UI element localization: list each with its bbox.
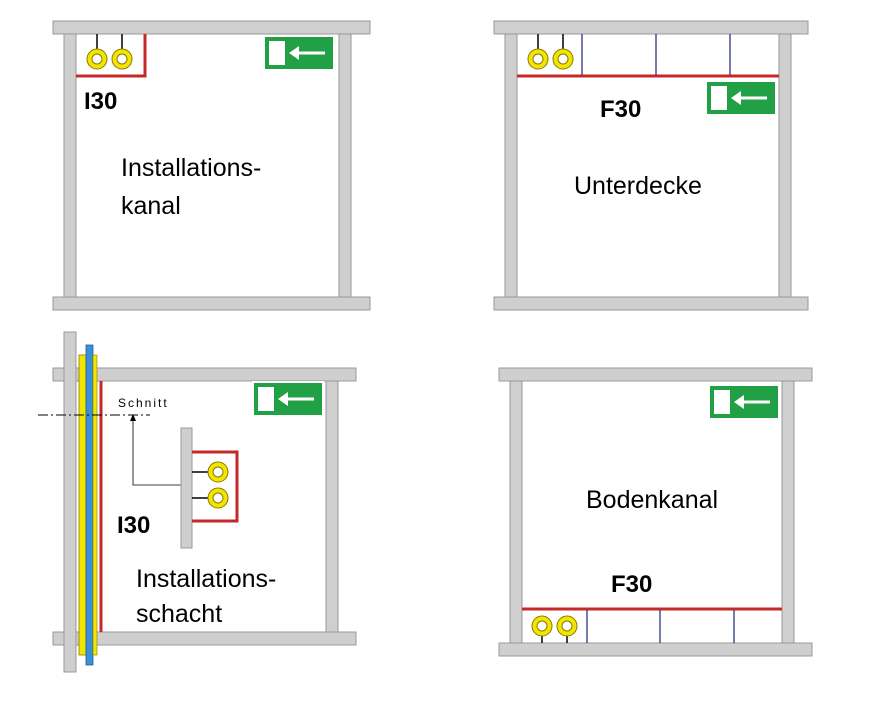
exit-sign-icon bbox=[706, 382, 782, 422]
section-label: Schnitt bbox=[118, 396, 169, 410]
fire-enclosure bbox=[76, 34, 147, 78]
left-wall bbox=[63, 331, 77, 673]
ceiling bbox=[493, 20, 809, 35]
panel-unterdecke: F30 Unterdecke bbox=[493, 20, 809, 311]
cable-icon bbox=[207, 487, 229, 509]
panel-title: Unterdecke bbox=[574, 172, 702, 200]
rating-label: I30 bbox=[117, 512, 150, 539]
panel-title-line2: kanal bbox=[121, 192, 181, 220]
panel-title-line1: Installations- bbox=[121, 154, 261, 182]
right-wall bbox=[778, 33, 792, 298]
left-wall bbox=[509, 380, 523, 644]
shaft-layer-yellow bbox=[92, 354, 98, 656]
cable-icon bbox=[86, 48, 108, 70]
exit-sign-icon bbox=[703, 78, 779, 118]
exit-sign-icon bbox=[261, 33, 337, 73]
shaft-layer-yellow bbox=[78, 354, 87, 656]
panel-bodenkanal: F30 Bodenkanal bbox=[498, 367, 813, 657]
ceiling bbox=[52, 367, 357, 382]
ceiling bbox=[52, 20, 371, 35]
cable-icon bbox=[556, 615, 578, 637]
panel-installationsschacht: Schnitt I30 Installations- schacht bbox=[38, 331, 357, 673]
cable-icon bbox=[207, 461, 229, 483]
floor bbox=[493, 296, 809, 311]
right-wall bbox=[781, 380, 795, 644]
right-wall bbox=[325, 380, 339, 633]
exit-sign-icon bbox=[250, 379, 326, 419]
cable-icon bbox=[552, 48, 574, 70]
section-arrow-icon bbox=[130, 414, 136, 421]
floor bbox=[498, 642, 813, 657]
cable-icon bbox=[527, 48, 549, 70]
shaft-board bbox=[180, 427, 193, 549]
cable-icon bbox=[111, 48, 133, 70]
panel-title-line2: schacht bbox=[136, 600, 222, 628]
rating-label: F30 bbox=[611, 571, 652, 598]
rating-label: F30 bbox=[600, 96, 641, 123]
left-wall bbox=[504, 33, 518, 298]
ceiling bbox=[498, 367, 813, 382]
cable-icon bbox=[531, 615, 553, 637]
shaft-layer-blue bbox=[85, 344, 94, 666]
rating-label: I30 bbox=[84, 88, 117, 115]
right-wall bbox=[338, 33, 352, 298]
left-wall bbox=[63, 33, 77, 298]
panel-title: Bodenkanal bbox=[586, 486, 718, 514]
panel-installationskanal: I30 Installations- kanal bbox=[52, 20, 371, 311]
fire-enclosure bbox=[192, 450, 239, 523]
panel-title-line1: Installations- bbox=[136, 565, 276, 593]
floor bbox=[52, 296, 371, 311]
floor bbox=[52, 631, 357, 646]
section-leader bbox=[132, 418, 181, 486]
